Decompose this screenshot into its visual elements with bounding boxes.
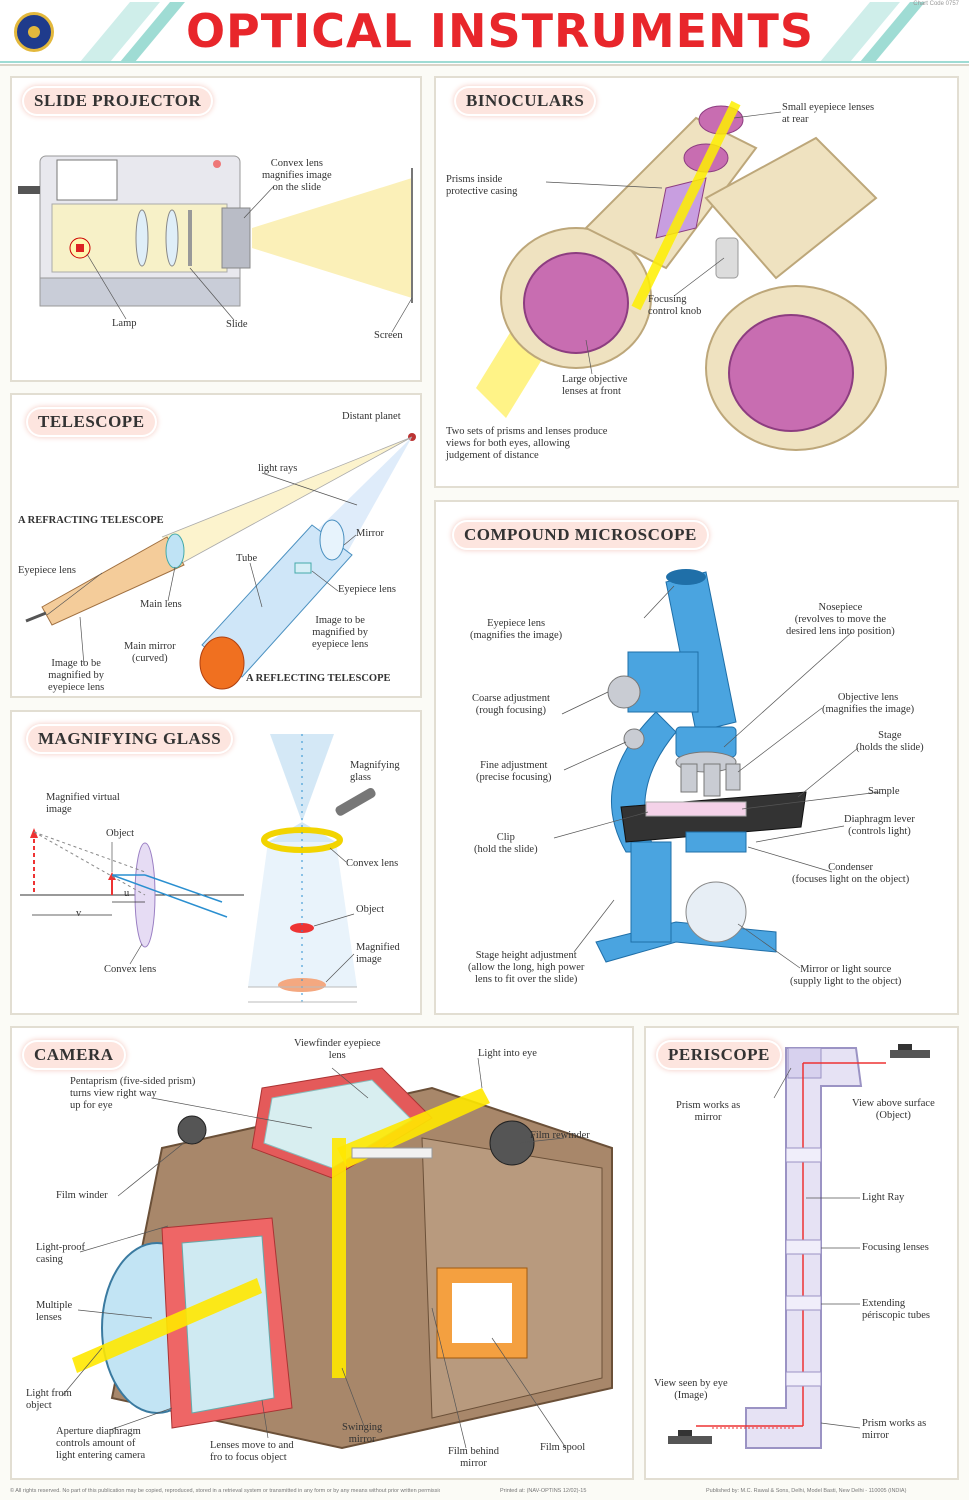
virtual-image-label: Magnified virtual image bbox=[46, 792, 120, 815]
periscope-illustration bbox=[668, 1044, 930, 1449]
periscope-panel: PERISCOPE Prism works as mirror View abo… bbox=[644, 1026, 959, 1480]
header: OPTICAL INSTRUMENTS Chart Code 0757 bbox=[0, 0, 969, 66]
view-above-surface-label: View above surface (Object) bbox=[852, 1098, 935, 1121]
viewfinder-eyepiece-label: Viewfinder eyepiece lens bbox=[294, 1038, 381, 1061]
focusing-knob-label: Focusing control knob bbox=[648, 294, 702, 317]
microscope-title: COMPOUND MICROSCOPE bbox=[454, 522, 707, 548]
stage-label: Stage (holds the slide) bbox=[856, 730, 924, 753]
binoculars-title: BINOCULARS bbox=[456, 88, 595, 114]
telescope-mirror-label: Mirror bbox=[356, 528, 384, 539]
light-into-eye-label: Light into eye bbox=[478, 1048, 537, 1059]
convex-lens-2-label: Convex lens bbox=[346, 858, 399, 869]
light-from-object-label: Light from object bbox=[26, 1388, 72, 1411]
objective-lenses-label: Large objective lenses at front bbox=[562, 374, 628, 397]
film-rewinder-label: Film rewinder bbox=[530, 1130, 590, 1141]
telescope-illustration bbox=[25, 433, 416, 690]
magnifying-glass-panel: MAGNIFYING GLASS Magnified virtual image… bbox=[10, 710, 422, 1015]
bottom-prism-label: Prism works as mirror bbox=[862, 1418, 927, 1441]
footer-copyright: © All rights reserved. No part of this p… bbox=[10, 1488, 440, 1494]
multiple-lenses-label: Multiple lenses bbox=[36, 1300, 73, 1323]
header-stripes bbox=[0, 2, 969, 63]
binocular-eyepiece-label: Small eyepiece lenses at rear bbox=[782, 102, 875, 125]
screen-label: Screen bbox=[374, 330, 403, 341]
mirror-light-source-label: Mirror or light source (supply light to … bbox=[790, 964, 902, 987]
lamp-label: Lamp bbox=[112, 318, 137, 329]
chart-code: Chart Code 0757 bbox=[913, 1, 959, 7]
reflecting-telescope-label: A REFLECTING TELESCOPE bbox=[246, 673, 391, 684]
objective-lens-label: Objective lens (magnifies the image) bbox=[822, 692, 915, 715]
page-title: OPTICAL INSTRUMENTS bbox=[185, 4, 815, 58]
top-prism-label: Prism works as mirror bbox=[676, 1100, 741, 1123]
light-proof-casing-label: Light-proof casing bbox=[36, 1242, 85, 1265]
focusing-lenses-label: Focusing lenses bbox=[862, 1242, 929, 1253]
fine-adjustment-label: Fine adjustment (precise focusing) bbox=[476, 760, 552, 783]
v-label: v bbox=[76, 908, 82, 919]
slide-projector-title: SLIDE PROJECTOR bbox=[24, 88, 212, 114]
view-seen-by-eye-label: View seen by eye (Image) bbox=[654, 1378, 728, 1401]
clip-label: Clip (hold the slide) bbox=[474, 832, 538, 855]
diaphragm-lever-label: Diaphragm lever (controls light) bbox=[844, 814, 915, 837]
microscope-panel: COMPOUND MICROSCOPE Eyepiece lens (magni… bbox=[434, 500, 959, 1015]
pentaprism-label: Pentaprism (five-sided prism) turns view… bbox=[70, 1076, 196, 1111]
binoculars-illustration bbox=[476, 100, 887, 451]
convex-lens-label: Convex lens magnifies image on the slide bbox=[262, 158, 332, 193]
camera-panel: CAMERA Viewfinder eyepiece lens Light in… bbox=[10, 1026, 634, 1480]
slide-projector-illustration bbox=[18, 155, 413, 333]
camera-illustration bbox=[61, 1057, 613, 1450]
aperture-diaphragm-label: Aperture diaphragm controls amount of li… bbox=[56, 1426, 146, 1461]
convex-lens-label: Convex lens bbox=[104, 964, 157, 975]
refracting-eyepiece-label: Eyepiece lens bbox=[18, 565, 77, 576]
film-winder-label: Film winder bbox=[56, 1190, 108, 1201]
telescope-panel: TELESCOPE Distant planet light rays A RE… bbox=[10, 393, 422, 698]
distant-planet-label: Distant planet bbox=[342, 411, 401, 422]
footer-publisher: Published by: M.C. Rawal & Sons, Delhi, … bbox=[706, 1488, 907, 1494]
magnifying-glass-illustration bbox=[20, 734, 376, 1003]
object-label: Object bbox=[106, 828, 134, 839]
magnified-image-label: Magnified image bbox=[356, 942, 400, 965]
magnifying-glass-label: Magnifying glass bbox=[350, 760, 400, 783]
periscope-title: PERISCOPE bbox=[658, 1042, 780, 1068]
main-mirror-label: Main mirror (curved) bbox=[124, 641, 176, 664]
binoculars-panel: BINOCULARS Small eyepiece lenses at rear… bbox=[434, 76, 959, 488]
slide-projector-panel: SLIDE PROJECTOR Convex lens magnifies im… bbox=[10, 76, 422, 382]
coarse-adjustment-label: Coarse adjustment (rough focusing) bbox=[472, 693, 550, 716]
magnifying-glass-title: MAGNIFYING GLASS bbox=[28, 726, 232, 752]
binocular-prisms-label: Prisms inside protective casing bbox=[446, 174, 518, 197]
extending-tubes-label: Extending périscopic tubes bbox=[862, 1298, 930, 1321]
stage-height-label: Stage height adjustment (allow the long,… bbox=[468, 950, 585, 985]
film-behind-mirror-label: Film behind mirror bbox=[448, 1446, 500, 1469]
footer-print-code: Printed at: (NAV-OPTINS 12/02)-15 bbox=[500, 1488, 587, 1494]
condenser-label: Condenser (focuses light on the object) bbox=[792, 862, 910, 885]
eyepiece-lens-label: Eyepiece lens (magnifies the image) bbox=[470, 618, 563, 641]
lenses-focus-label: Lenses move to and fro to focus object bbox=[210, 1440, 294, 1463]
reflecting-image-label: Image to be magnified by eyepiece lens bbox=[312, 615, 369, 650]
nosepiece-label: Nosepiece (revolves to move the desired … bbox=[786, 602, 895, 637]
tube-label: Tube bbox=[236, 553, 258, 564]
reflecting-eyepiece-label: Eyepiece lens bbox=[338, 584, 397, 595]
microscope-illustration bbox=[553, 569, 881, 969]
slide-label: Slide bbox=[226, 319, 248, 330]
light-rays-label: light rays bbox=[258, 463, 298, 474]
main-lens-label: Main lens bbox=[140, 599, 182, 610]
refracting-telescope-label: A REFRACTING TELESCOPE bbox=[18, 515, 164, 526]
camera-title: CAMERA bbox=[24, 1042, 124, 1068]
film-spool-label: Film spool bbox=[540, 1442, 586, 1453]
refracting-image-label: Image to be magnified by eyepiece lens bbox=[48, 658, 105, 693]
telescope-title: TELESCOPE bbox=[28, 409, 155, 435]
light-ray-label: Light Ray bbox=[862, 1192, 905, 1203]
binocular-description: Two sets of prisms and lenses produce vi… bbox=[446, 426, 608, 461]
u-label: u bbox=[124, 888, 130, 899]
sample-label: Sample bbox=[868, 786, 900, 797]
object-2-label: Object bbox=[356, 904, 384, 915]
publisher-logo bbox=[14, 12, 54, 52]
swinging-mirror-label: Swinging mirror bbox=[342, 1422, 383, 1445]
